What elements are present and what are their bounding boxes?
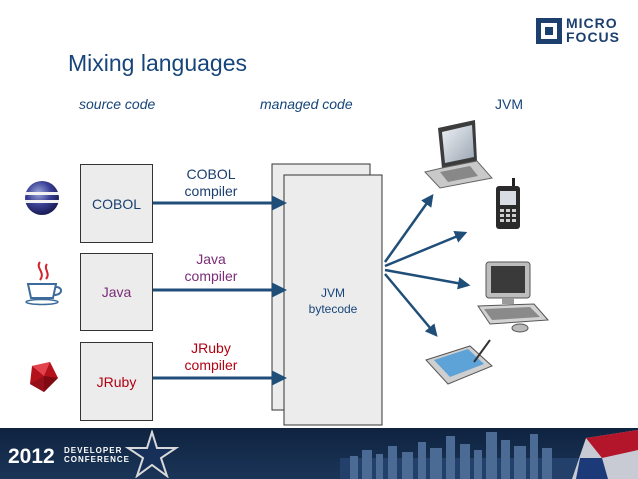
diagram-graphics (25, 120, 550, 426)
footer-line1: DEVELOPER (64, 446, 123, 455)
compiler-label-jruby-line2: compiler (184, 357, 238, 373)
compiler-label-cobol: COBOL compiler (178, 166, 244, 200)
compiler-label-cobol-line1: COBOL (186, 166, 236, 182)
conference-footer-banner: 2012 DEVELOPER CONFERENCE (0, 428, 638, 479)
ruby-gem-icon (30, 362, 58, 392)
eclipse-sphere-icon (25, 181, 59, 215)
java-cup-icon (25, 261, 62, 306)
language-box-java: Java (80, 253, 153, 331)
bytecode-label-line1: JVM (321, 286, 345, 300)
mobile-phone-icon (496, 178, 520, 229)
slide-title: Mixing languages (68, 50, 248, 76)
language-box-cobol: COBOL (80, 164, 153, 243)
desktop-computer-icon (477, 261, 550, 333)
arrow-to-tablet (384, 273, 438, 337)
arrow-to-desktop (384, 268, 471, 290)
micro-focus-logo: MICRO FOCUS (536, 14, 628, 48)
bytecode-label-line2: bytecode (308, 302, 358, 316)
arrow-to-laptop (383, 193, 434, 263)
compiler-label-cobol-line2: compiler (184, 183, 238, 199)
city-skyline-icon (340, 430, 638, 479)
logo-text-line1: MICRO (566, 15, 618, 31)
tablet-icon (425, 339, 493, 385)
arrow-to-phone (384, 231, 468, 268)
column-label-source: source code (79, 96, 156, 112)
laptop-icon (424, 120, 493, 189)
bytecode-label: JVM bytecode (284, 285, 382, 317)
footer-conference-label: DEVELOPER CONFERENCE (64, 446, 130, 464)
footer-line2: CONFERENCE (64, 455, 131, 464)
column-label-runtime: JVM (495, 96, 523, 112)
language-box-jruby: JRuby (80, 342, 153, 421)
compiler-label-java-line1: Java (196, 251, 226, 267)
column-label-managed: managed code (260, 96, 353, 112)
bytecode-front-box (283, 174, 383, 426)
micro-focus-logo-icon (536, 18, 562, 44)
footer-year: 2012 (8, 445, 55, 468)
compiler-label-java: Java compiler (178, 251, 244, 285)
logo-text-line2: FOCUS (566, 29, 620, 45)
compiler-label-jruby: JRuby compiler (178, 340, 244, 374)
compiler-label-java-line2: compiler (184, 268, 238, 284)
compiler-label-jruby-line1: JRuby (191, 340, 231, 356)
star-icon (124, 430, 180, 478)
